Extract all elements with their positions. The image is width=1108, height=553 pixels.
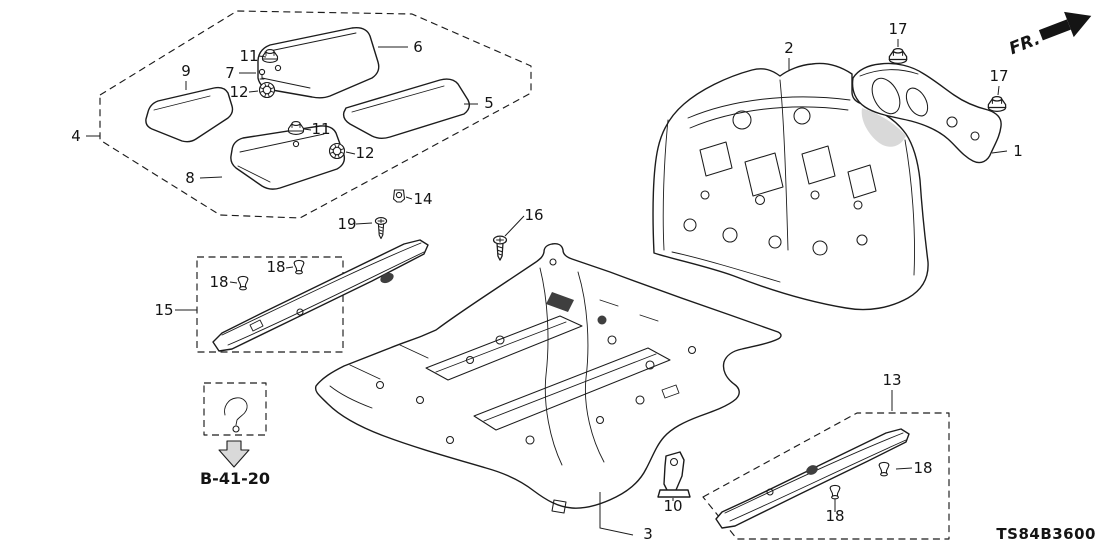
cross-reference-block[interactable]: B-41-20 — [200, 382, 270, 488]
callout-19[interactable]: 19 — [337, 215, 356, 233]
callout-9[interactable]: 9 — [181, 62, 191, 80]
fastener-grommet-12-rear — [328, 142, 346, 160]
insulator-details — [662, 79, 915, 283]
callout-8[interactable]: 8 — [185, 169, 195, 187]
callout-5[interactable]: 5 — [484, 94, 494, 112]
floor-mat-5 — [342, 78, 471, 139]
screw-16 — [492, 235, 508, 261]
reference-link-label[interactable]: B-41-20 — [200, 469, 270, 488]
screw-19 — [374, 217, 388, 240]
fr-direction: FR. — [1006, 11, 1092, 59]
callout-3[interactable]: 3 — [643, 525, 653, 543]
clip-18-left-a — [237, 275, 249, 291]
floor-mat-8 — [230, 125, 346, 190]
sill-left-dashed-boundary — [196, 256, 344, 353]
callout-12-rear[interactable]: 12 — [355, 144, 374, 162]
dashboard-insulator-2 — [652, 62, 929, 311]
callout-7[interactable]: 7 — [225, 64, 235, 82]
callout-10[interactable]: 10 — [663, 497, 682, 515]
sill-garnish-right — [715, 428, 910, 529]
callout-18-right-a[interactable]: 18 — [913, 459, 932, 477]
cowl-side-panel-1 — [851, 62, 1002, 164]
diagram-code: TS84B3600 — [996, 525, 1096, 543]
arrow-northeast-icon — [1038, 19, 1071, 41]
clip-18-right-a — [878, 461, 890, 477]
sill-garnish-right-group — [702, 412, 950, 540]
clip-18-left-b — [293, 259, 305, 275]
bracket-10 — [657, 451, 691, 498]
clip-14 — [392, 189, 406, 203]
callout-1[interactable]: 1 — [1013, 142, 1023, 160]
callout-12-front[interactable]: 12 — [229, 83, 248, 101]
callout-18-left-a[interactable]: 18 — [209, 273, 228, 291]
callout-15[interactable]: 15 — [154, 301, 173, 319]
callout-18-right-b[interactable]: 18 — [825, 507, 844, 525]
callout-11-rear[interactable]: 11 — [311, 120, 330, 138]
floor-mat-6 — [257, 26, 380, 99]
callout-14[interactable]: 14 — [413, 190, 432, 208]
floor-mat-9 — [145, 86, 234, 143]
fastener-nut-17-left — [888, 48, 908, 64]
fastener-nut-17-right — [987, 96, 1007, 112]
callouts: 4 9 11 7 12 6 5 11 12 8 14 19 16 15 18 1… — [71, 20, 1023, 543]
callout-16[interactable]: 16 — [524, 206, 543, 224]
leader-lines — [86, 39, 1008, 536]
sill-garnish-left — [212, 239, 429, 352]
fastener-grommet-12-front — [258, 81, 276, 99]
callout-6[interactable]: 6 — [413, 38, 423, 56]
callout-4[interactable]: 4 — [71, 127, 81, 145]
clip-18-right-b — [829, 484, 841, 500]
sill-garnish-left-group — [196, 239, 429, 353]
callout-17-left[interactable]: 17 — [888, 20, 907, 38]
callout-18-left-b[interactable]: 18 — [266, 258, 285, 276]
cowl-panel-details — [859, 69, 980, 141]
callout-17-right[interactable]: 17 — [989, 67, 1008, 85]
fastener-nut-11-rear — [287, 121, 305, 135]
floor-mat-set-group — [99, 10, 532, 219]
mat-set-dashed-boundary — [99, 10, 532, 219]
floor-carpet-3 — [314, 243, 782, 514]
fr-label: FR. — [1006, 29, 1043, 59]
callout-13[interactable]: 13 — [882, 371, 901, 389]
sill-right-dashed-boundary — [702, 412, 950, 540]
carpet-details — [329, 258, 697, 514]
reference-dashed-box — [203, 382, 267, 436]
arrow-down-outline-icon — [218, 440, 250, 468]
callout-2[interactable]: 2 — [784, 39, 794, 57]
mat-hook-icon — [224, 397, 248, 433]
callout-11-front[interactable]: 11 — [239, 47, 258, 65]
